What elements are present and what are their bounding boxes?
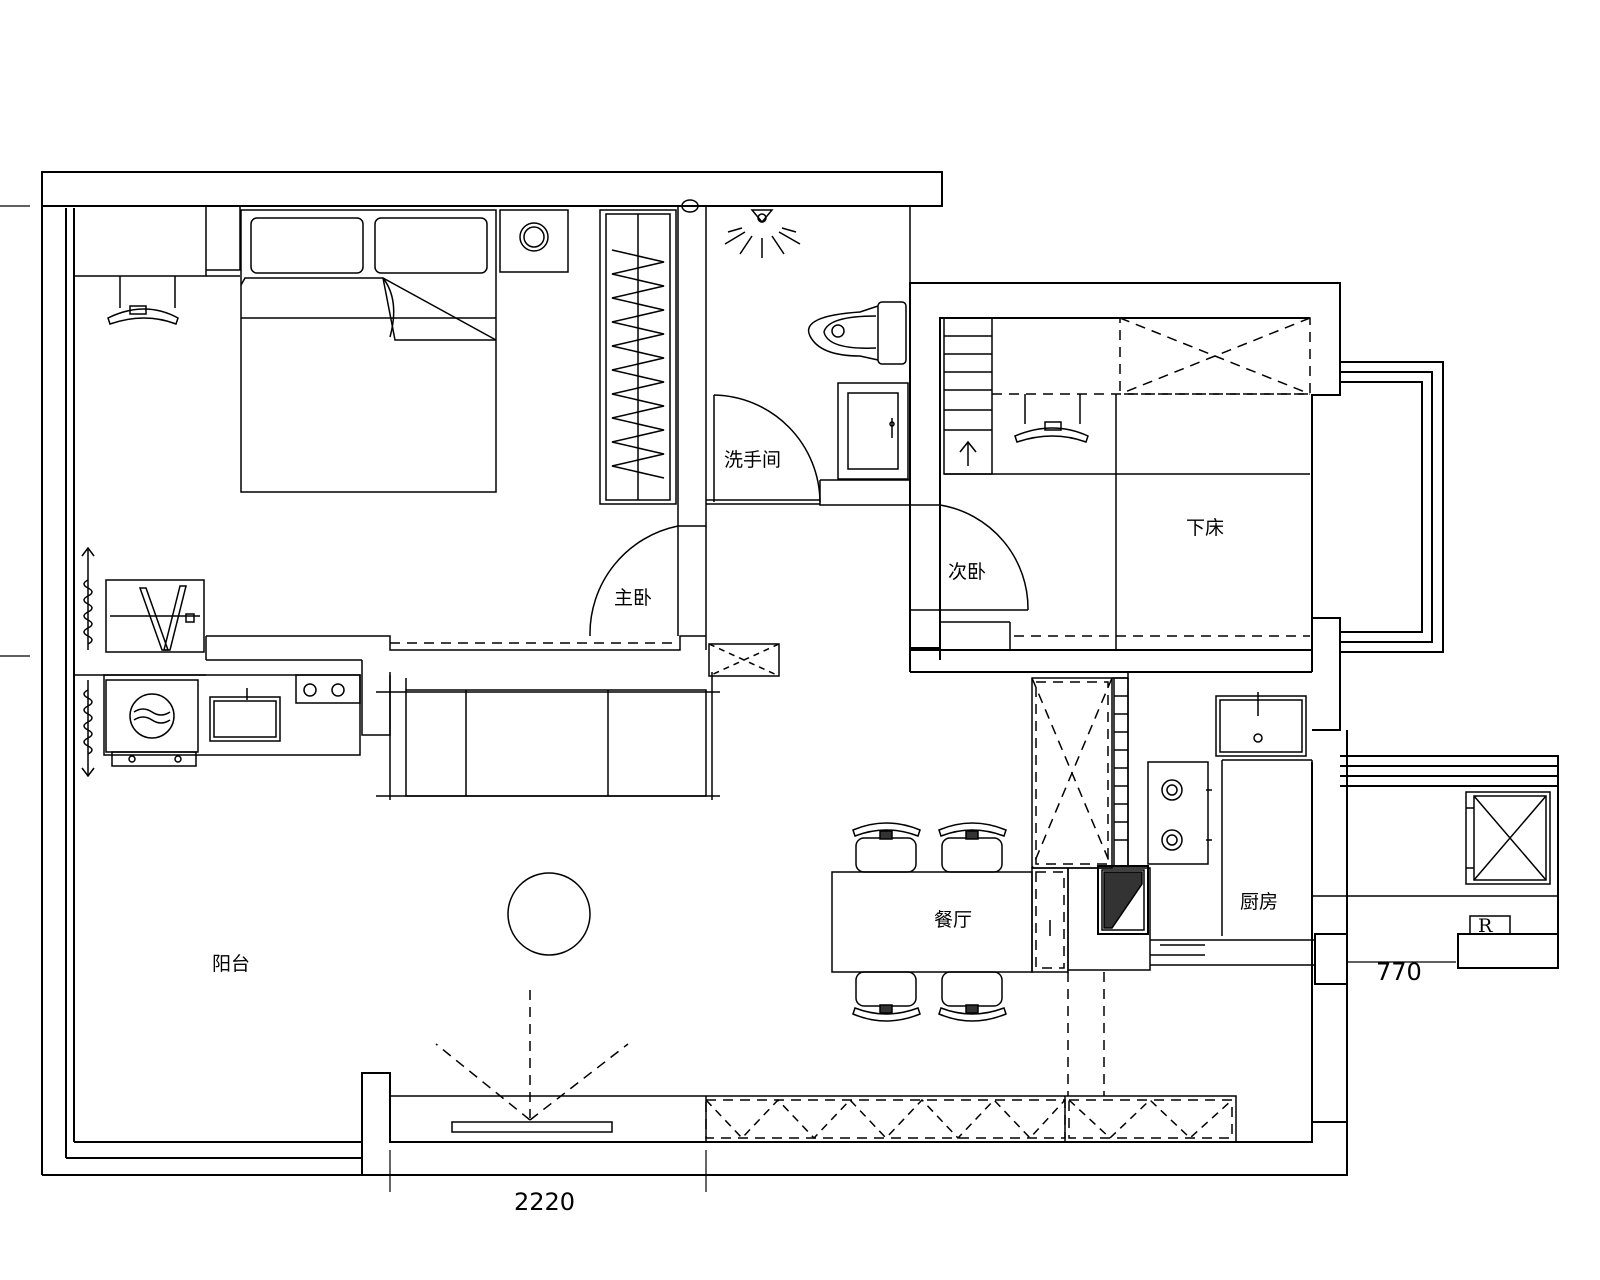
label-fridge: R [1478, 915, 1493, 937]
label-washroom: 洗手间 [724, 449, 781, 471]
bedroom2-door [940, 505, 1028, 650]
master-door [590, 526, 678, 636]
desk-chair-topleft [108, 276, 178, 324]
oven-appliance [1098, 866, 1148, 934]
label-bed-below: 下床 [1186, 517, 1224, 539]
upper-bunk [992, 318, 1310, 394]
double-bed [241, 210, 496, 492]
outer-walls [42, 172, 1558, 1175]
lower-bed [944, 394, 1310, 650]
kitchen-stove [1148, 762, 1212, 864]
dimension-2220: 2220 [514, 1188, 575, 1216]
interior-walls [74, 206, 1558, 970]
kitchen-brick-wall [1114, 678, 1128, 866]
laundry-counter [104, 675, 360, 755]
label-second-bedroom: 次卧 [948, 561, 986, 583]
bunk-stairs [944, 318, 992, 474]
clothesline-lower [74, 675, 206, 776]
nightstand [500, 210, 568, 272]
washroom-door [714, 395, 820, 502]
washing-machine [106, 680, 198, 766]
desk-chair-bedroom2 [1015, 394, 1088, 442]
dimension-770: 770 [1376, 958, 1422, 986]
tv-cabinet [390, 990, 1236, 1142]
sofa [376, 672, 720, 800]
refrigerator [1466, 792, 1550, 884]
dining-cabinet [1032, 678, 1128, 1096]
toilet [809, 302, 906, 364]
entry-shoe-cabinet [709, 644, 779, 676]
washroom-sink [838, 383, 908, 479]
shower-head [682, 200, 800, 258]
label-kitchen: 厨房 [1240, 891, 1278, 913]
dining-table [832, 872, 1032, 972]
label-balcony: 阳台 [212, 953, 250, 975]
label-master-bedroom: 主卧 [614, 587, 652, 609]
dimension-ticks [0, 206, 1456, 1192]
fridge-r-box [1470, 916, 1510, 934]
kitchen-sink [1216, 692, 1306, 756]
clothesline-upper [82, 548, 94, 650]
drying-rack [106, 580, 204, 652]
label-dining-room: 餐厅 [934, 909, 972, 931]
wardrobe [600, 210, 676, 504]
living-coffee-table [508, 873, 590, 955]
dining-chairs [853, 823, 1006, 1021]
